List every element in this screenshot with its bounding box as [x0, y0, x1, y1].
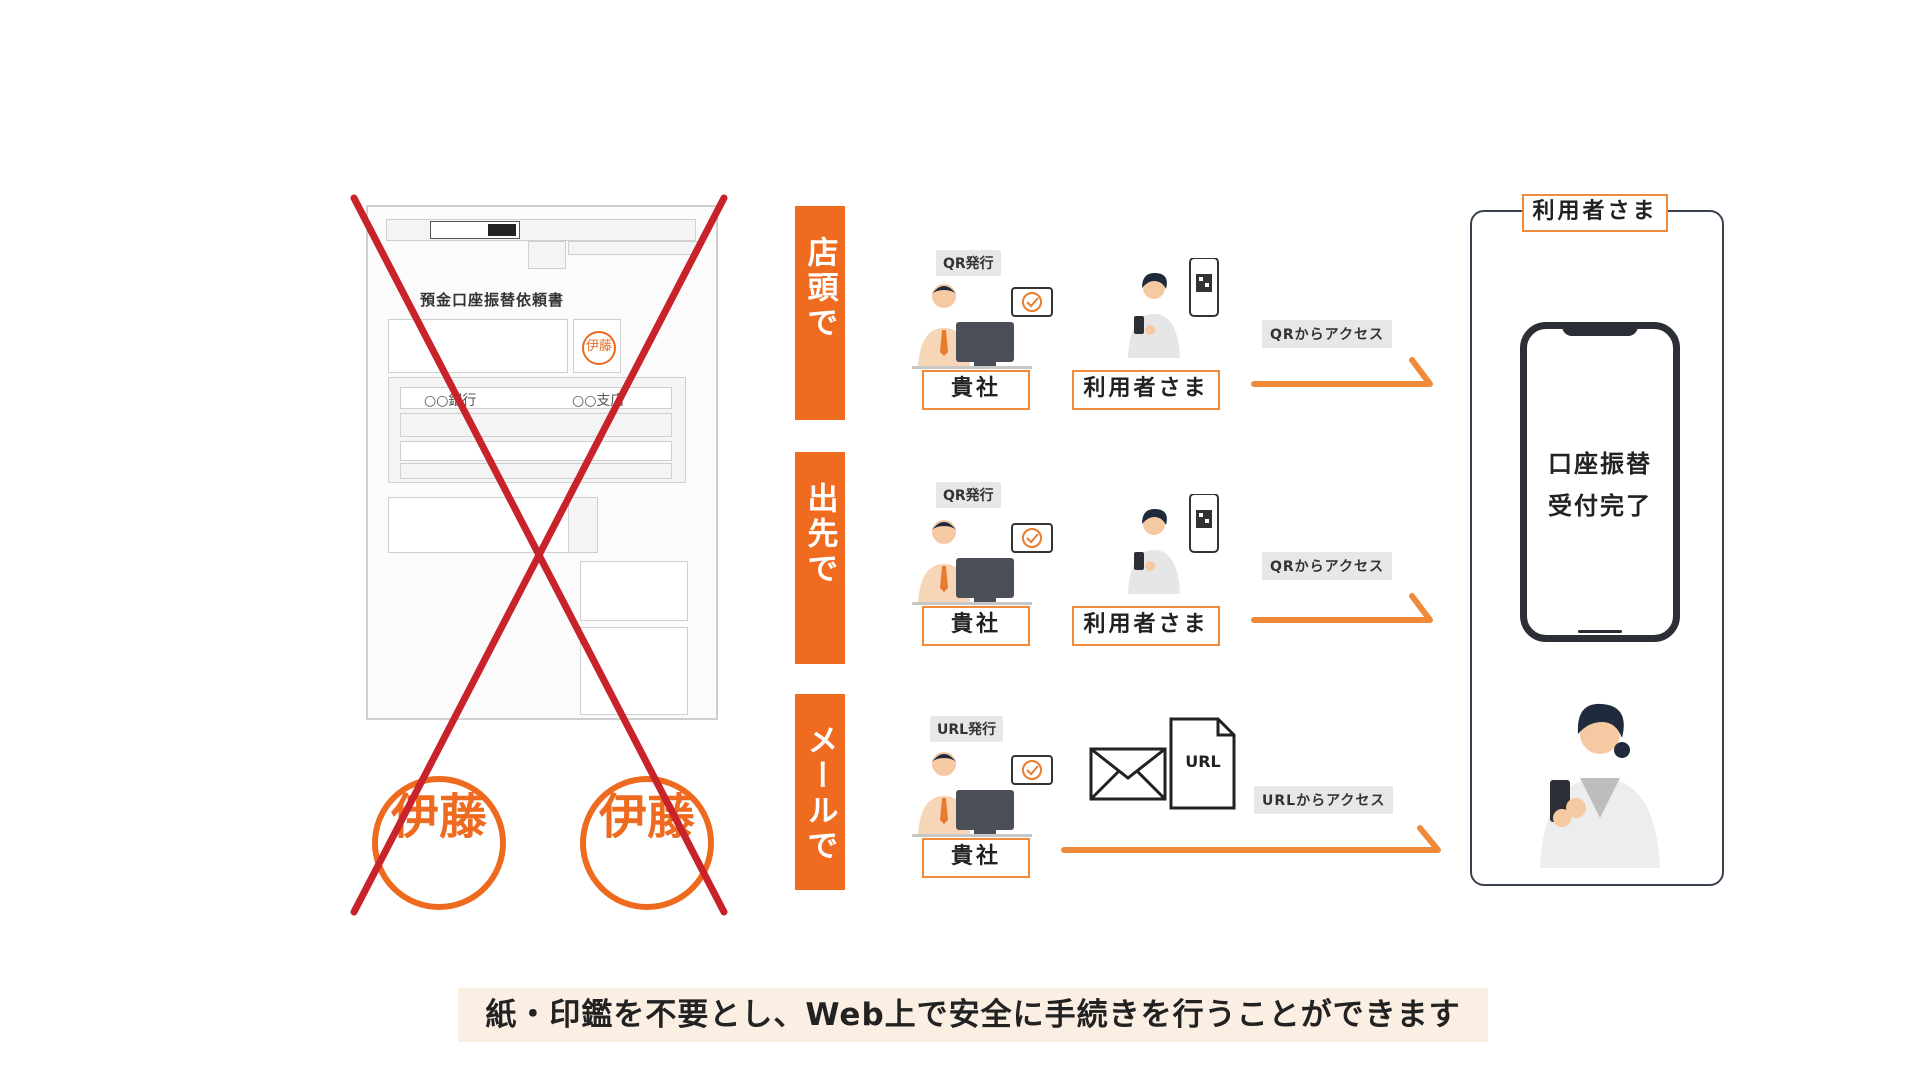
phone-text-line1: 口座振替 [1548, 450, 1652, 478]
tab-on-the-go: 出先で [795, 452, 845, 664]
qr-issue-tag: QR発行 [936, 250, 1001, 276]
arrow-icon [1251, 357, 1433, 387]
businessman-icon [912, 284, 1053, 369]
seal-stamp-right: 伊藤 [580, 776, 714, 910]
company-label: 貴社 [922, 606, 1030, 646]
phone-text-line2: 受付完了 [1548, 492, 1652, 520]
seal-stamp-left: 伊藤 [372, 776, 506, 910]
caption: 紙・印鑑を不要とし、Web上で安全に手続きを行うことができます [458, 988, 1488, 1042]
form-row [400, 463, 672, 479]
company-label: 貴社 [922, 838, 1030, 878]
user-label: 利用者さま [1072, 606, 1220, 646]
panel-title: 利用者さま [1522, 194, 1668, 232]
businessman-icon [912, 752, 1053, 837]
form-title: 預金口座振替依頼書 [420, 291, 565, 309]
url-issue-tag: URL発行 [930, 716, 1004, 742]
woman-phone-icon [1128, 494, 1219, 594]
document-icon [1169, 717, 1236, 810]
businessman-icon [912, 520, 1053, 605]
phone-home-bar [1578, 630, 1622, 633]
woman-phone-icon [1128, 258, 1219, 358]
form-cell [528, 241, 566, 269]
user-label: 利用者さま [1072, 370, 1220, 410]
envelope-icon [1089, 747, 1167, 801]
small-seal-stamp: 伊藤 [582, 331, 616, 365]
company-label: 貴社 [922, 370, 1030, 410]
arrow-icon [1061, 825, 1441, 853]
paper-form: 預金口座振替依頼書 伊藤 ○○銀行 ○○支店 [366, 205, 718, 720]
access-tag: QRからアクセス [1262, 552, 1392, 580]
cross-out-mark [350, 194, 728, 916]
qr-issue-tag: QR発行 [936, 482, 1001, 508]
arrow-icon [1251, 593, 1433, 623]
form-row [400, 441, 672, 461]
woman-phone-icon [1540, 703, 1660, 868]
form-row [400, 413, 672, 437]
form-bank-row [400, 387, 672, 409]
branch-label: ○○支店 [572, 393, 625, 409]
form-id-fill [488, 224, 516, 236]
form-name-field [388, 319, 568, 373]
phone-notch [1562, 322, 1638, 336]
access-tag: QRからアクセス [1262, 320, 1392, 348]
smartphone-icon [1520, 322, 1680, 642]
url-doc-label: URL [1185, 752, 1221, 771]
tab-by-email: メールで [795, 694, 845, 890]
form-field [580, 561, 688, 621]
access-tag: URLからアクセス [1254, 786, 1394, 814]
form-field [568, 497, 598, 553]
tab-in-store: 店頭で [795, 206, 845, 420]
